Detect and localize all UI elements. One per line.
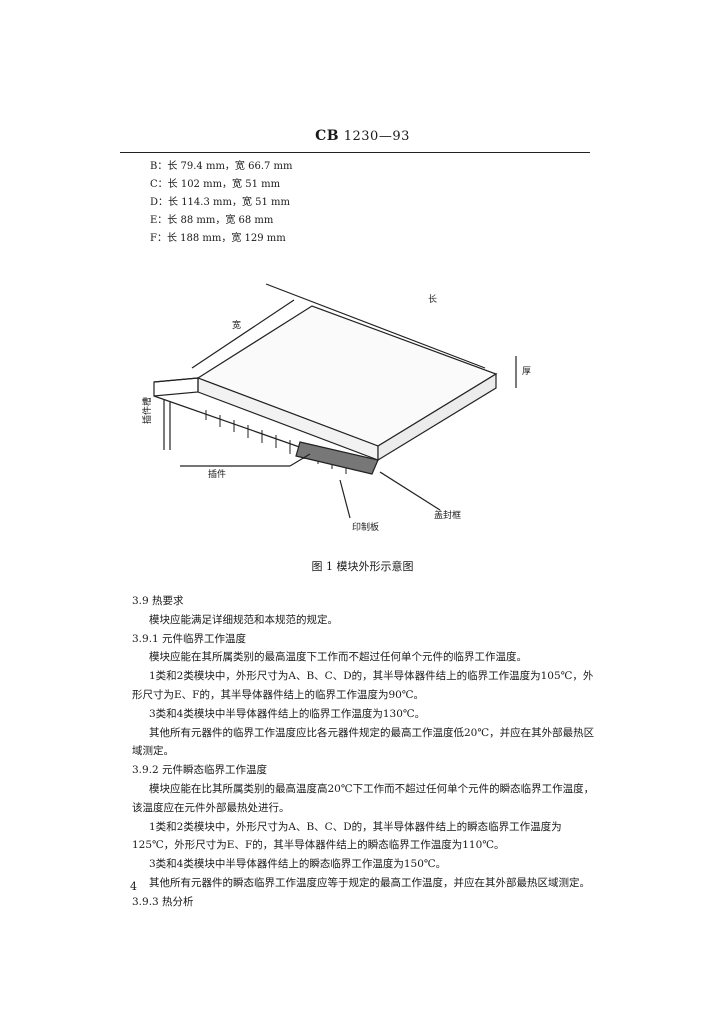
standard-number: 1230—93	[343, 129, 410, 144]
section-3-9-1-para-4: 其他所有元器件的临界工作温度应比各元器件规定的最高工作温度低20℃，并应在其外部…	[132, 726, 595, 758]
standard-code: CB	[315, 128, 340, 144]
figure-caption: 图 1 模块外形示意图	[311, 560, 414, 573]
label-pcb: 印制板	[352, 521, 379, 533]
section-3-9-1-para-2: 1类和2类模块中，外形尺寸为A、B、C、D的，其半导体器件结上的临界工作温度为1…	[132, 670, 594, 701]
dim-e: E：长 88 mm，宽 68 mm	[150, 215, 274, 226]
section-3-9-para: 模块应能满足详细规范和本规范的规定。	[149, 613, 338, 626]
dimension-list: B：长 79.4 mm，宽 66.7 mm C：长 102 mm，宽 51 mm…	[150, 158, 293, 248]
section-3-9-heading: 3.9 热要求	[132, 595, 184, 607]
section-3-9-2-para-2: 1类和2类模块中，外形尺寸为A、B、C、D的，其半导体器件结上的瞬态临界工作温度…	[132, 820, 562, 852]
label-frame: 盖封框	[434, 509, 461, 521]
label-long: 长	[428, 293, 437, 305]
body-text: 3.9 热要求 模块应能满足详细规范和本规范的规定。 3.9.1 元件临界工作温…	[132, 592, 602, 912]
module-figure: 宽 长 厚 插件槽 插件 印制板 盖封框	[140, 270, 560, 545]
page-number: 4	[130, 880, 137, 893]
label-card-guide: 插件槽	[141, 397, 153, 424]
section-3-9-3-heading: 3.9.3 热分析	[132, 895, 194, 908]
dim-d: D：长 114.3 mm，宽 51 mm	[150, 197, 291, 208]
section-3-9-1-para-3: 3类和4类模块中半导体器件结上的临界工作温度为130℃。	[149, 707, 426, 720]
header-rule	[120, 152, 590, 153]
section-3-9-1-para-1: 模块应能在其所属类别的最高温度下工作而不超过任何单个元件的临界工作温度。	[149, 651, 527, 664]
dim-c: C：长 102 mm，宽 51 mm	[150, 179, 281, 190]
label-wide: 宽	[232, 319, 241, 331]
page-header: CB 1230—93	[0, 128, 725, 144]
label-insert: 插件	[208, 468, 226, 480]
section-3-9-1-heading: 3.9.1 元件临界工作温度	[132, 632, 247, 645]
section-3-9-2-para-3: 3类和4类模块中半导体器件结上的瞬态临界工作温度为150℃。	[149, 858, 447, 871]
section-3-9-2-para-4: 其他所有元器件的瞬态临界工作温度应等于规定的最高工作温度，并应在其外部最热区域测…	[149, 876, 590, 889]
dim-b: B：长 79.4 mm，宽 66.7 mm	[150, 161, 293, 172]
dim-f: F：长 188 mm，宽 129 mm	[150, 233, 286, 244]
module-drawing: 宽 长 厚 插件槽 插件 印制板 盖封框	[141, 283, 531, 533]
section-3-9-2-para-1: 模块应能在比其所属类别的最高温度高20℃下工作而不超过任何单个元件的瞬态临界工作…	[132, 782, 595, 814]
section-3-9-2-heading: 3.9.2 元件瞬态临界工作温度	[132, 764, 268, 777]
label-thick: 厚	[522, 366, 531, 377]
